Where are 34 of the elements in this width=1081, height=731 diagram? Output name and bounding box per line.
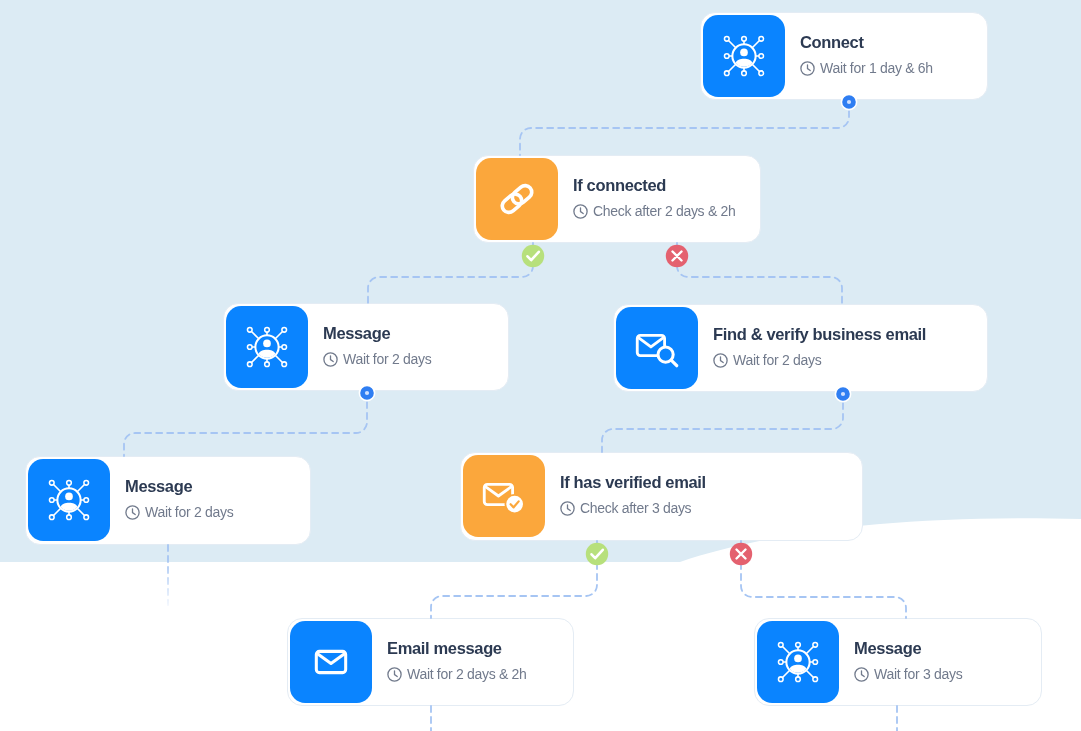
step-card [473, 155, 761, 243]
step-duration: Wait for 2 days [343, 350, 432, 368]
step-title: If connected [573, 175, 666, 195]
step-card [754, 618, 1042, 706]
step-duration: Check after 3 days [580, 499, 692, 517]
step-duration: Wait for 1 day & 6h [820, 59, 933, 77]
step-title: Email message [387, 638, 502, 658]
dashed-connector [430, 540, 610, 619]
dashed-connector [896, 705, 898, 731]
step-card [460, 452, 863, 541]
step-title: Message [125, 476, 193, 496]
step-title: If has verified email [560, 472, 706, 492]
step-title: Find & verify business email [713, 324, 927, 344]
dashed-connector [664, 242, 843, 305]
step-card [613, 304, 988, 392]
step-duration: Wait for 2 days [733, 351, 822, 369]
step-card [700, 12, 988, 100]
step-duration: Wait for 2 days & 2h [407, 665, 527, 683]
dashed-connector [123, 384, 376, 457]
step-title: Connect [800, 32, 864, 52]
dashed-connector [430, 705, 432, 731]
step-title: Message [323, 323, 391, 343]
step-card [287, 618, 574, 706]
dashed-connector [367, 242, 546, 304]
step-card [223, 303, 509, 391]
dashed-connector [167, 544, 169, 606]
dashed-connector [519, 93, 858, 156]
step-title: Message [854, 638, 922, 658]
step-duration: Wait for 2 days [145, 503, 234, 521]
dashed-connector [601, 385, 852, 453]
dashed-connector [728, 540, 907, 619]
step-card [25, 456, 311, 545]
step-duration: Check after 2 days & 2h [593, 202, 736, 220]
step-duration: Wait for 3 days [874, 665, 963, 683]
